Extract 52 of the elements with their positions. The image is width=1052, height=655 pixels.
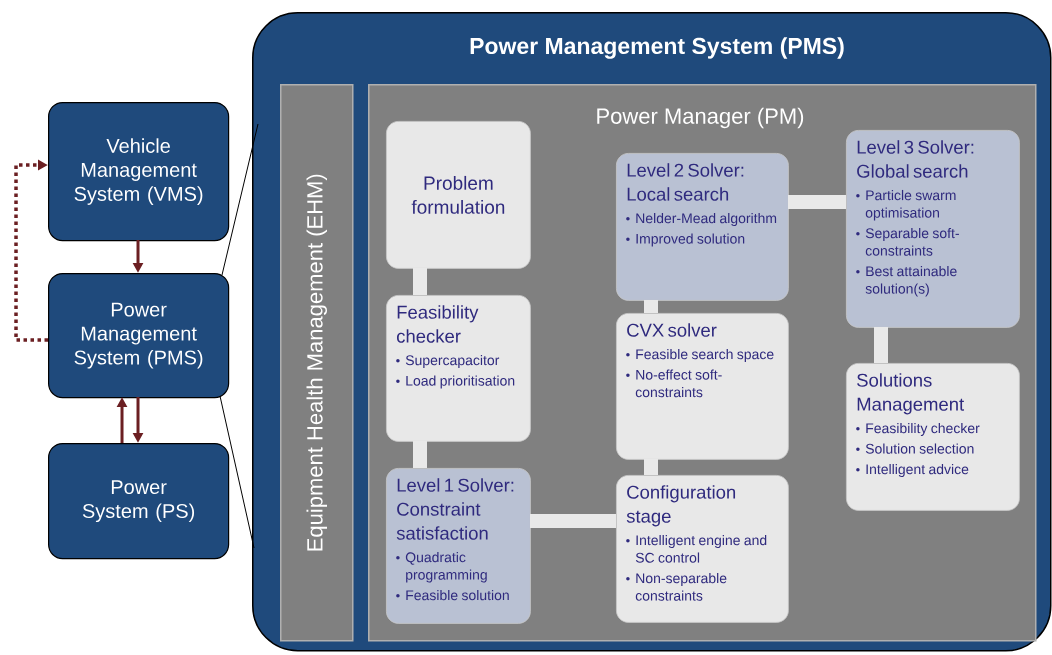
- box-heading: Level 2 Solver: Local search: [627, 163, 744, 201]
- bullet-item: Separable soft-constraints: [856, 227, 959, 256]
- connector-bar: [413, 441, 427, 468]
- box-heading: Feasibility checker: [397, 305, 479, 343]
- zoom-line: [219, 395, 255, 549]
- side-band: [280, 84, 354, 642]
- connector-bar: [788, 195, 846, 209]
- process-box: [386, 468, 531, 624]
- box-label: Power System (PS): [82, 480, 195, 523]
- box-heading: Level 3 Solver: Global search: [857, 140, 974, 178]
- bullet-item: Particle swarm optimisation: [856, 189, 956, 221]
- panel-title: Power Management System (PMS): [470, 37, 844, 59]
- bullet-item: Non-separable constraints: [626, 572, 727, 601]
- bullet-item: Feasible search space: [626, 348, 774, 362]
- bullet-item: Supercapacitor: [396, 354, 500, 368]
- process-box: [386, 295, 531, 442]
- bullet-item: Intelligent advice: [856, 463, 969, 477]
- system-box: [48, 273, 230, 399]
- system-box: [48, 102, 230, 242]
- bullet-item: Quadratic programming: [396, 551, 487, 583]
- bullet-item: Intelligent engine and SC control: [626, 534, 767, 563]
- bullet-item: Feasible solution: [396, 589, 509, 601]
- process-box: [616, 153, 789, 301]
- process-box: [846, 130, 1020, 328]
- system-box: [48, 443, 230, 560]
- connector-bar: [874, 327, 888, 363]
- bullet-item: Nelder-Mead algorithm: [626, 212, 777, 226]
- box-heading: Level 1 Solver: Constraint satisfaction: [396, 478, 514, 540]
- process-box: [616, 313, 789, 460]
- dotted-arrow: [14, 159, 48, 342]
- zoom-line: [221, 123, 259, 276]
- connector-bar: [530, 514, 616, 528]
- connector-bar: [413, 268, 427, 295]
- box-label: Power Management System (PMS): [74, 302, 203, 369]
- bullet-item: No-effect soft-constraints: [626, 369, 722, 398]
- bullet-item: Feasibility checker: [856, 422, 980, 436]
- process-box: [616, 475, 789, 623]
- bullet-item: Best attainable solution(s): [856, 265, 957, 297]
- bullet-item: Solution selection: [856, 443, 974, 454]
- bullet-item: Improved solution: [626, 233, 745, 247]
- box-label: Vehicle Management System (VMS): [74, 138, 203, 205]
- box-heading: Problem formulation: [411, 175, 505, 214]
- bullet-item: Load prioritisation: [396, 375, 515, 389]
- connector-bar: [644, 300, 658, 313]
- process-box: [386, 121, 531, 269]
- panel-title: Power Manager (PM): [597, 107, 804, 129]
- connector-bar: [644, 459, 658, 475]
- box-heading: Configuration stage: [626, 485, 736, 527]
- band-label: Equipment Health Management (EHM): [306, 174, 327, 551]
- box-heading: Solutions Management: [857, 373, 965, 415]
- box-heading: CVX solver: [627, 323, 717, 337]
- process-box: [846, 363, 1020, 511]
